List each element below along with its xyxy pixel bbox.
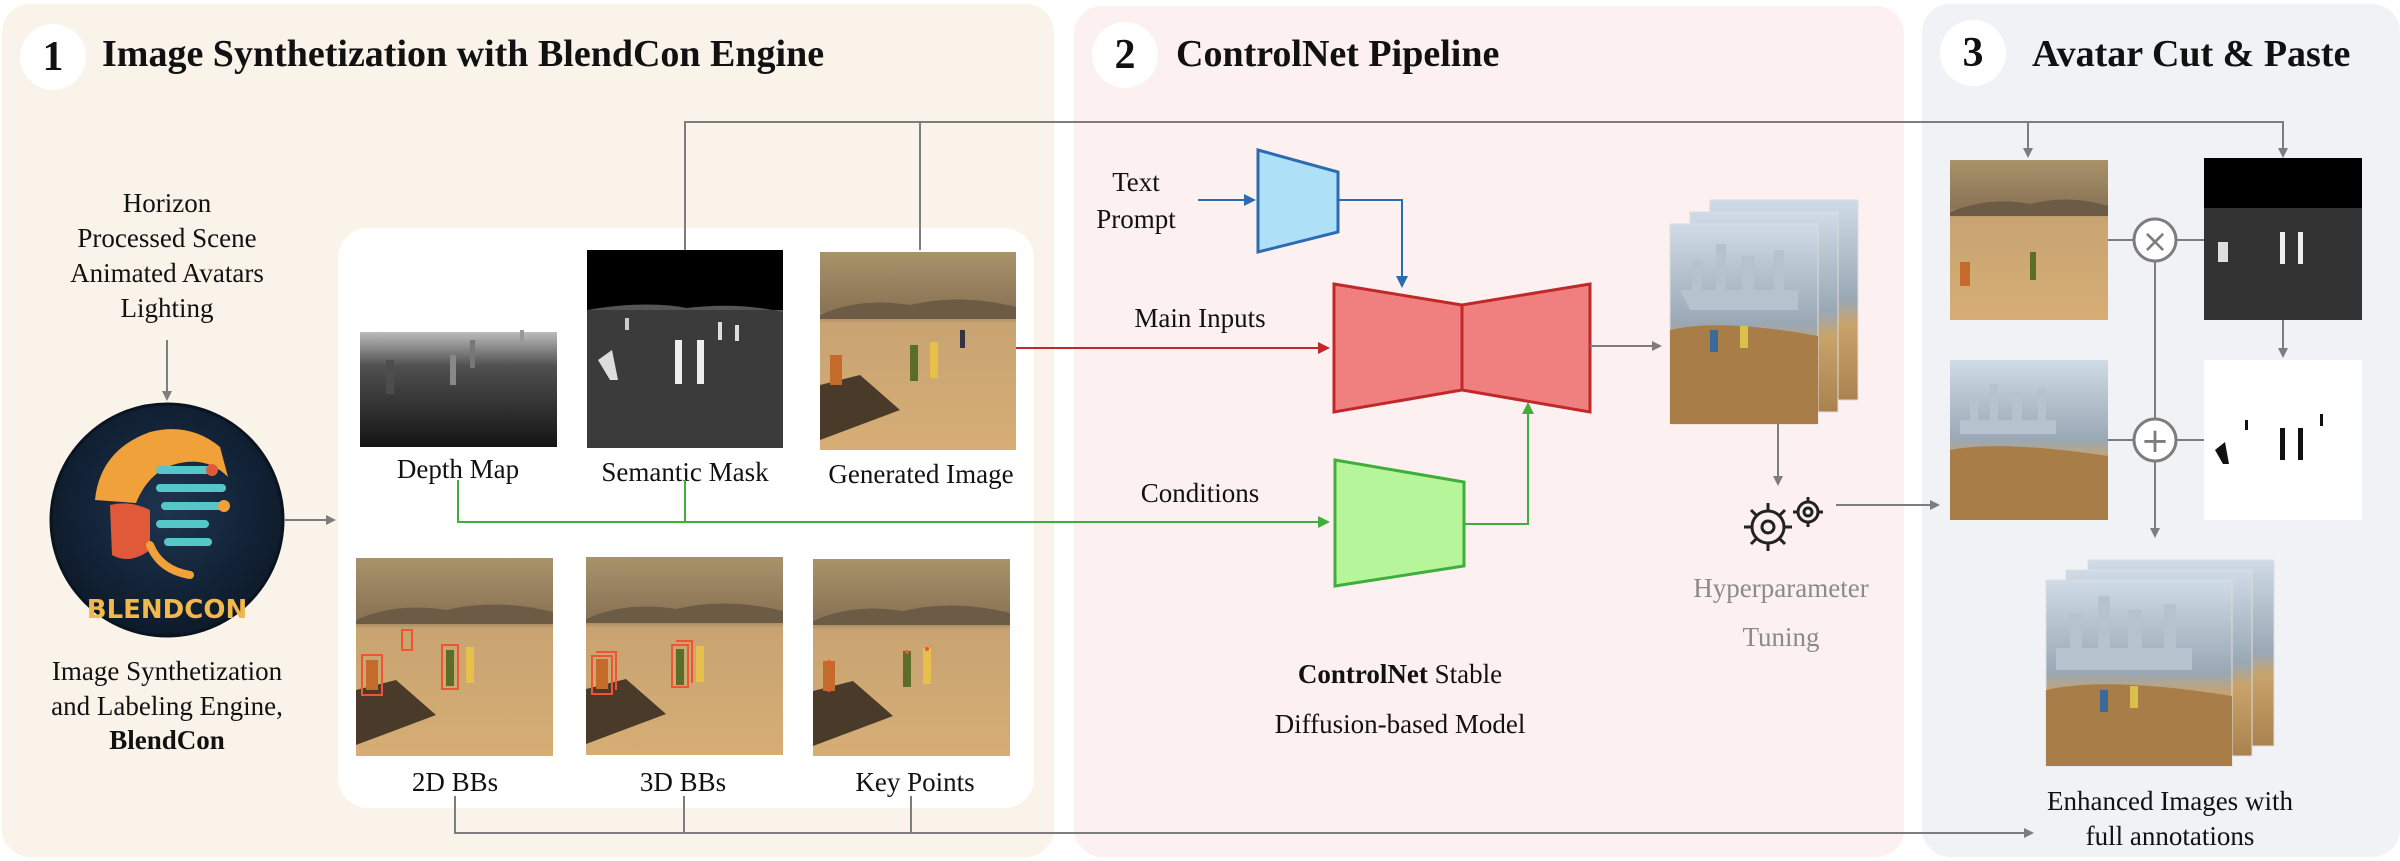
thumb-generated-image [820,252,1016,450]
controlnet-block [1333,458,1466,588]
logo-text: BLENDCON [87,595,247,625]
generated-output-stack [1669,199,1859,425]
cp-enhanced-image [1950,360,2108,520]
cp-inverted-mask [2204,360,2362,520]
engine-input-lighting: Lighting [120,293,214,323]
thumb-key-points [813,559,1010,756]
model-caption-bold: ControlNet [1297,659,1428,689]
result-image-stack [2045,559,2275,767]
connector-mask-to-cutpaste [684,121,2288,250]
result-caption-line2: full annotations [2085,821,2255,851]
label-generated-image: Generated Image [828,459,1014,489]
engine-caption-line2: and Labeling Engine, [51,691,283,721]
section-1-badge: 1 [20,24,86,90]
thumb-3d-bbs [586,557,783,755]
arrow-controlnet-to-unet [1464,402,1534,525]
text-prompt-label-line2: Prompt [1096,204,1176,234]
unet-decoder-block [1460,282,1592,414]
engine-input-animated-avatars: Animated Avatars [70,258,264,288]
section-3-title: Avatar Cut & Paste [2032,33,2351,75]
model-caption-line2: Diffusion-based Model [1274,709,1526,739]
label-key-points: Key Points [855,767,975,797]
conditions-label: Conditions [1140,478,1260,508]
plus-symbol: + [2141,421,2170,461]
section-2-title: ControlNet Pipeline [1176,33,1500,75]
cp-semantic-mask [2204,158,2362,320]
prompt-encoder-block [1256,148,1340,254]
arrow-conditions [457,480,1330,528]
thumb-semantic-mask [587,250,783,448]
main-inputs-label: Main Inputs [1134,303,1266,333]
engine-caption-line3: BlendCon [109,725,225,755]
gear-icon [1744,497,1823,551]
cp-generated-image [1950,160,2108,320]
section-3-badge: 3 [1940,20,2006,86]
engine-input-processed-scene: Processed Scene [77,223,257,253]
engine-caption-line1: Image Synthetization [51,656,283,686]
model-caption-line1: ControlNet Stable [1200,656,1600,692]
arrow-prompt-to-unet [1338,199,1408,288]
section-2-badge: 2 [1092,22,1158,88]
tuning-caption-line1: Hyperparameter [1693,573,1869,603]
label-3d-bbs: 3D BBs [639,767,727,797]
label-2d-bbs: 2D BBs [411,767,499,797]
engine-input-horizon: Horizon [122,188,212,218]
section-1-title: Image Synthetization with BlendCon Engin… [102,33,825,75]
multiply-symbol: × [2142,222,2169,260]
thumb-2d-bbs [356,558,553,756]
result-caption-line1: Enhanced Images with [2047,786,2293,816]
connector-annotations-to-result [454,796,2034,838]
thumb-depth-map [360,312,557,447]
tuning-caption-line2: Tuning [1742,622,1820,652]
label-depth-map: Depth Map [396,454,520,484]
unet-encoder-block [1332,282,1464,414]
model-caption-rest: Stable [1427,659,1503,689]
blendcon-logo: BLENDCON [49,402,285,638]
text-prompt-label-line1: Text [1112,167,1160,197]
panel-controlnet-pipeline [1074,6,1904,857]
